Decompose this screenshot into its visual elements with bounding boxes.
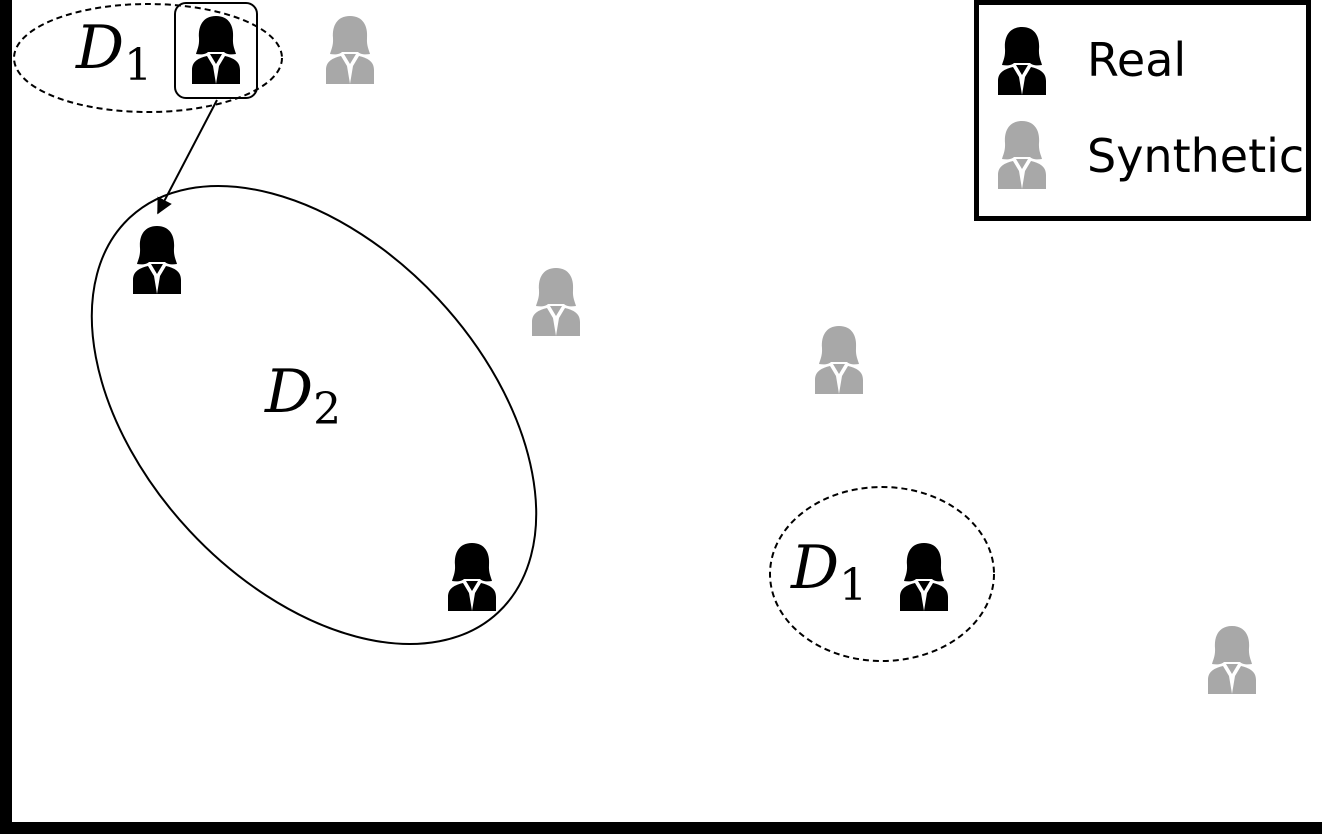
legend-real-icon bbox=[998, 27, 1046, 95]
synthetic-person-icon bbox=[1208, 626, 1256, 694]
legend-real-label: Real bbox=[1087, 33, 1187, 87]
group-letter: D bbox=[265, 357, 314, 427]
synthetic-person-icon bbox=[326, 16, 374, 84]
real-person-icon bbox=[133, 226, 181, 294]
real-person-icon bbox=[448, 543, 496, 611]
group-d1-top-ellipse bbox=[13, 3, 283, 113]
group-d1-bottom-ellipse bbox=[769, 486, 995, 662]
group-d2-ellipse bbox=[90, 185, 538, 645]
real-person-icon bbox=[192, 16, 240, 84]
group-letter: D bbox=[791, 533, 840, 603]
legend-synthetic-label: Synthetic bbox=[1087, 129, 1305, 183]
group-label-d2: D2 bbox=[265, 362, 341, 432]
move-arrow bbox=[157, 99, 218, 215]
synthetic-person-icon bbox=[532, 268, 580, 336]
highlight-box bbox=[174, 2, 258, 99]
group-label-d1-top: D1 bbox=[76, 18, 152, 88]
diagram-canvas: D1 D2 D1 Real Synthetic bbox=[12, 0, 1322, 822]
real-person-icon bbox=[900, 543, 948, 611]
diagram-svg bbox=[13, 2, 1256, 694]
synthetic-person-icon bbox=[815, 326, 863, 394]
legend-icons bbox=[998, 27, 1046, 189]
group-letter: D bbox=[76, 13, 125, 83]
group-index: 1 bbox=[124, 40, 153, 91]
group-index: 1 bbox=[839, 560, 868, 611]
group-index: 2 bbox=[313, 384, 342, 435]
group-label-d1-bottom: D1 bbox=[791, 538, 867, 608]
legend: Real Synthetic bbox=[974, 0, 1311, 221]
legend-synthetic-icon bbox=[998, 121, 1046, 189]
